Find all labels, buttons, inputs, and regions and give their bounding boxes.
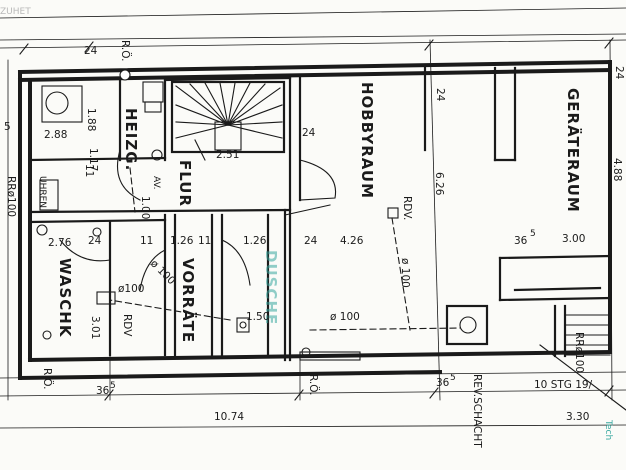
label-ro-top: R.Ö. — [119, 40, 132, 61]
dim-24-mid: 24 — [304, 235, 318, 247]
dim-117: 1.17 — [87, 148, 99, 171]
dim-24-top-left: 24 — [84, 45, 98, 57]
label-uhren: UHREN — [37, 176, 47, 208]
dim-188: 1.88 — [85, 108, 97, 131]
dim-36-geraete: 36 — [514, 235, 528, 247]
dim-24-hobby-top: 24 — [434, 88, 446, 102]
dim-126b: 1.26 — [243, 235, 267, 247]
dim-301: 3.01 — [89, 316, 101, 339]
dim-330: 3.30 — [566, 411, 589, 423]
label-phi100-hobby-v: ø 100 — [399, 258, 411, 288]
label-top-left-fragment: ZUHET — [0, 7, 31, 17]
dim-11-b: 11 — [198, 235, 211, 247]
dim-11-a: 11 — [140, 235, 153, 247]
label-rdv-wasch: RDV — [121, 314, 133, 337]
dim-5-bottom-sup: 5 — [450, 373, 456, 383]
label-rrphi100: RRø100 — [573, 332, 585, 373]
dim-288: 2.88 — [44, 129, 67, 141]
dim-488: 4.88 — [611, 158, 623, 181]
door-swings — [59, 149, 337, 291]
dimension-lines — [0, 39, 626, 429]
dim-24-geraete-top: 24 — [613, 66, 625, 80]
dim-126a: 1.26 — [170, 235, 194, 247]
label-tech-fragment: Tech — [603, 419, 613, 440]
dim-1074: 10.74 — [214, 411, 244, 423]
label-phi100-wasch: ø100 — [118, 283, 144, 295]
label-phi100-hobby-h: ø 100 — [330, 311, 360, 323]
dim-11-heiz: 11 — [83, 164, 95, 177]
dim-24-flur: 24 — [302, 127, 316, 139]
dim-5-geraete: 5 — [530, 229, 536, 239]
staircase — [175, 82, 283, 161]
label-rev-schacht: REV.SCHACHT — [471, 374, 483, 448]
label-phi100-wasch2: ø 100 — [148, 258, 178, 288]
room-label-dusche: DUSCHE — [262, 250, 280, 325]
dim-150: 1.50 — [246, 311, 269, 323]
pipe-lines — [109, 167, 461, 331]
dim-251: 2.51 — [216, 149, 239, 161]
label-rr100: RRø100 — [5, 176, 17, 217]
label-av: AV. — [151, 176, 161, 189]
dimension-ticks — [19, 37, 614, 401]
dim-300: 3.00 — [562, 233, 585, 245]
interior-walls — [28, 66, 612, 362]
label-ro-left: R.Ö. — [41, 368, 54, 389]
dim-276: 2.76 — [48, 237, 72, 249]
dim-626: 6.26 — [433, 172, 445, 196]
label-rdv-hobby: RDV. — [401, 196, 413, 220]
label-stg: 10 STG 19/ — [534, 379, 593, 391]
dim-24-wasch: 24 — [88, 235, 102, 247]
dim-426: 4.26 — [340, 235, 364, 247]
room-label-vorraete: VORRÄTE — [179, 258, 198, 343]
misc-fixtures — [36, 179, 477, 361]
dim-5-left: 5 — [4, 121, 11, 133]
background-marks — [0, 7, 626, 41]
room-label-heizg: HEIZG. — [122, 108, 140, 171]
room-label-hobbyraum: HOBBYRAUM — [358, 82, 376, 199]
dim-5-left-sup: 5 — [110, 381, 116, 391]
room-label-flur: FLUR — [176, 160, 194, 207]
dim-100-av: 1.00 — [139, 196, 151, 219]
boiler-fixture — [41, 69, 164, 161]
room-label-waschk: WASCHK — [56, 258, 74, 338]
label-ro-bottom: R.Ö. — [307, 374, 320, 395]
room-label-geraeteraum: GERÄTERAUM — [564, 88, 583, 213]
dim-36-bottom: 36 — [436, 377, 450, 389]
dim-36-left: 36 — [96, 385, 110, 397]
